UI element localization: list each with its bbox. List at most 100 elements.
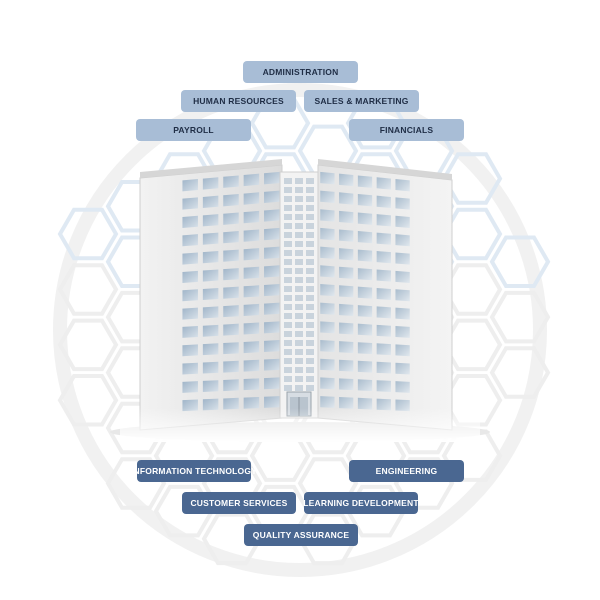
window: [306, 349, 314, 355]
window: [295, 295, 303, 301]
window: [306, 313, 314, 319]
window: [306, 376, 314, 382]
window: [376, 269, 391, 282]
window: [306, 358, 314, 364]
window: [182, 215, 198, 228]
label-learning-development: LEARNING DEVELOPMENT: [303, 492, 419, 514]
window: [264, 396, 280, 408]
window: [284, 259, 292, 265]
window: [376, 398, 391, 411]
label-administration: ADMINISTRATION: [243, 61, 358, 83]
window: [202, 324, 219, 337]
window: [202, 380, 219, 392]
window: [223, 397, 239, 410]
window: [376, 343, 391, 356]
window: [202, 269, 219, 282]
window: [284, 349, 292, 355]
window: [306, 277, 314, 283]
label-quality-assurance: QUALITY ASSURANCE: [244, 524, 358, 546]
window: [320, 321, 335, 334]
window: [295, 358, 303, 364]
window: [284, 331, 292, 337]
window: [284, 187, 292, 193]
window: [284, 322, 292, 328]
window: [339, 266, 354, 279]
window: [223, 323, 239, 336]
window: [295, 268, 303, 274]
window: [295, 187, 303, 193]
window: [295, 367, 303, 373]
window: [320, 190, 335, 204]
window: [306, 205, 314, 211]
window: [306, 286, 314, 292]
window: [295, 196, 303, 202]
window: [320, 396, 335, 408]
label-information-technology: INFORMATION TECHNOLOGY: [131, 460, 257, 482]
window: [243, 341, 260, 354]
window: [295, 277, 303, 283]
window: [182, 197, 198, 210]
window: [306, 241, 314, 247]
window: [264, 283, 280, 297]
hexagon: [57, 207, 119, 261]
window: [264, 246, 280, 259]
window: [202, 306, 219, 319]
window: [243, 248, 260, 261]
window: [202, 232, 219, 245]
window: [376, 195, 391, 209]
window: [182, 234, 198, 247]
window: [306, 340, 314, 346]
window: [395, 215, 410, 228]
window: [202, 214, 219, 227]
window: [376, 324, 391, 337]
window: [395, 307, 410, 320]
window: [284, 205, 292, 211]
window: [284, 340, 292, 346]
window: [320, 302, 335, 315]
window: [182, 326, 198, 338]
window: [357, 231, 373, 244]
window: [295, 250, 303, 256]
window: [223, 342, 239, 355]
hexagon: [57, 263, 119, 316]
window: [295, 178, 303, 184]
window: [357, 286, 373, 299]
window: [395, 197, 410, 210]
window: [295, 340, 303, 346]
window: [182, 362, 198, 375]
label-sales-marketing: SALES & MARKETING: [304, 90, 419, 112]
window: [182, 252, 198, 265]
window: [376, 177, 391, 190]
window: [339, 285, 354, 298]
window: [295, 322, 303, 328]
window: [320, 283, 335, 297]
hexagon: [57, 318, 119, 372]
window: [306, 322, 314, 328]
window: [264, 265, 280, 278]
window: [395, 289, 410, 302]
window: [357, 212, 373, 225]
window: [284, 367, 292, 373]
window: [264, 209, 280, 222]
window: [264, 190, 280, 204]
window: [295, 205, 303, 211]
hexagon: [153, 484, 215, 538]
window: [395, 344, 410, 357]
window: [306, 304, 314, 310]
window: [376, 287, 391, 300]
window: [243, 210, 260, 224]
left-windows: [182, 171, 280, 412]
window: [284, 250, 292, 256]
window: [306, 385, 314, 391]
window: [284, 295, 292, 301]
window: [357, 305, 373, 318]
window: [243, 359, 260, 372]
window: [202, 398, 219, 411]
window: [182, 179, 198, 192]
window: [295, 349, 303, 355]
window: [376, 214, 391, 227]
window: [376, 361, 391, 374]
center-windows: [284, 178, 314, 391]
window: [339, 396, 354, 409]
